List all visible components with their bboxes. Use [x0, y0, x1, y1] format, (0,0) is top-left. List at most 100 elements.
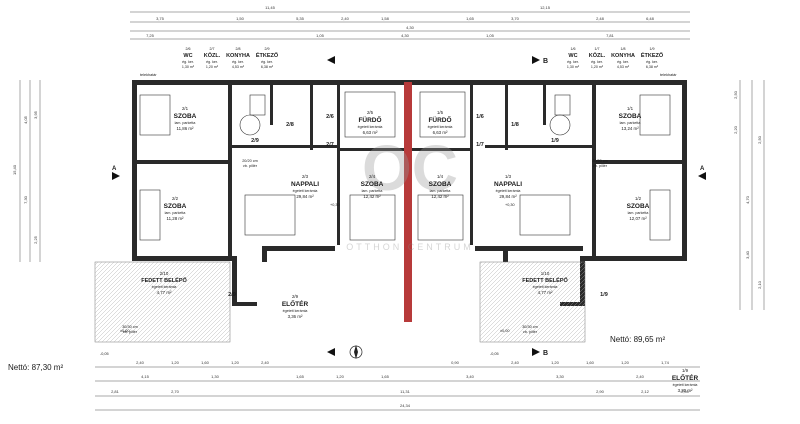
room-2-10: 2/10 FEDETT BELÉPŐ égetett kerámia 4,77 …: [141, 271, 187, 295]
dim-top: 7,81: [606, 33, 615, 38]
svg-text:4,70: 4,70: [745, 195, 750, 204]
svg-text:ég. ker.: ég. ker.: [206, 60, 218, 64]
svg-text:FEDETT BELÉPŐ: FEDETT BELÉPŐ: [141, 276, 187, 284]
room-1-1: 1/1 SZOBA lam. parketta 13,24 m²: [619, 106, 642, 131]
svg-text:SZOBA: SZOBA: [429, 181, 452, 188]
left-dimensions: 15,40 4,05 7,30 3,95 2,25: [12, 80, 41, 262]
header-room: 2/6 WC ég. ker. 1,30 m²: [182, 47, 195, 69]
svg-text:2/1: 2/1: [182, 106, 189, 111]
svg-text:B: B: [543, 350, 548, 357]
svg-text:lam. parketta: lam. parketta: [362, 189, 383, 193]
svg-text:ég. ker.: ég. ker.: [646, 60, 658, 64]
svg-text:ég. ker.: ég. ker.: [591, 60, 603, 64]
svg-text:13,24 m²: 13,24 m²: [621, 126, 639, 131]
svg-text:1,65: 1,65: [296, 374, 305, 379]
svg-text:ELŐTÉR: ELŐTÉR: [672, 373, 699, 382]
svg-text:1/9: 1/9: [650, 47, 655, 51]
svg-text:2/9: 2/9: [251, 138, 259, 144]
svg-text:24,34: 24,34: [400, 403, 411, 408]
svg-text:2/4: 2/4: [369, 174, 376, 179]
svg-text:égetett kerámia: égetett kerámia: [673, 383, 698, 387]
svg-text:6,63 m²: 6,63 m²: [433, 130, 448, 135]
svg-text:1/8: 1/8: [511, 122, 519, 128]
svg-text:3,40: 3,40: [466, 374, 475, 379]
svg-text:WC: WC: [183, 53, 192, 59]
room-2-3: 2/3 NAPPALI égetett kerámia 29,84 m²: [291, 174, 319, 199]
dim-top: 2,40: [341, 16, 350, 21]
svg-text:15,40: 15,40: [12, 164, 17, 175]
svg-text:4,05: 4,05: [23, 115, 28, 124]
svg-text:2/6: 2/6: [326, 114, 334, 120]
dim-top: 1,05: [316, 33, 325, 38]
svg-text:3,95: 3,95: [33, 110, 38, 119]
svg-text:lam. parketta: lam. parketta: [620, 121, 641, 125]
room-1-9-eloter: 1/9 ELŐTÉR égetett kerámia 3,30 m²: [672, 368, 699, 393]
dim-top: 1,05: [486, 33, 495, 38]
porch-left: [94, 261, 231, 343]
svg-text:1,74: 1,74: [661, 360, 670, 365]
svg-text:12,42 m²: 12,42 m²: [363, 194, 381, 199]
svg-text:6,38 m²: 6,38 m²: [261, 65, 274, 69]
svg-text:1/7: 1/7: [595, 47, 600, 51]
svg-text:1/10: 1/10: [541, 271, 550, 276]
dim-top-right-total: 12,15: [540, 5, 551, 10]
header-room: 2/7 KÖZL. ég. ker. 1,20 m²: [204, 47, 221, 69]
net-area-left: Nettó: 87,30 m²: [8, 363, 63, 372]
dim-top: 2,48: [596, 16, 605, 21]
svg-text:+0,30: +0,30: [330, 203, 340, 207]
svg-text:A: A: [700, 166, 705, 172]
svg-text:1,20 m²: 1,20 m²: [206, 65, 219, 69]
svg-text:2,81: 2,81: [111, 389, 120, 394]
svg-text:11,31: 11,31: [400, 389, 410, 394]
dim-top: 3,70: [511, 16, 520, 21]
svg-text:vb. pillér: vb. pillér: [123, 330, 138, 334]
svg-text:3,30 m²: 3,30 m²: [678, 388, 693, 393]
svg-text:-0,05: -0,05: [100, 352, 109, 356]
north-arrow-icon: [349, 345, 363, 359]
svg-text:6,38 m²: 6,38 m²: [646, 65, 659, 69]
svg-text:lam. parketta: lam. parketta: [165, 211, 186, 215]
svg-text:1,20 m²: 1,20 m²: [591, 65, 604, 69]
svg-text:2,70: 2,70: [171, 389, 180, 394]
svg-text:1/5: 1/5: [437, 110, 444, 115]
dim-top: 4,30: [406, 25, 415, 30]
svg-text:égetett kerámia: égetett kerámia: [293, 189, 318, 193]
dim-top: 4,30: [401, 33, 410, 38]
svg-text:ég. ker.: ég. ker.: [617, 60, 629, 64]
room-2-1: 2/1 SZOBA lam. parketta 11,86 m²: [174, 106, 197, 131]
dim-top: 6,48: [646, 16, 655, 21]
svg-text:2,25: 2,25: [33, 235, 38, 244]
svg-text:SZOBA: SZOBA: [164, 203, 187, 210]
svg-text:2/9: 2/9: [228, 292, 236, 298]
svg-text:2,40: 2,40: [136, 360, 145, 365]
svg-text:2/5: 2/5: [367, 110, 374, 115]
section-marker-top: B: [327, 56, 548, 65]
svg-text:6,63 m²: 6,63 m²: [363, 130, 378, 135]
header-room: 1/8 KONYHA ég. ker. 4,53 m²: [611, 47, 635, 69]
room-2-4: 2/4 SZOBA lam. parketta 12,42 m²: [361, 174, 384, 199]
room-2-5: 2/5 FÜRDŐ égetett kerámia 6,63 m²: [358, 110, 383, 135]
svg-text:ÉTKEZŐ: ÉTKEZŐ: [256, 51, 279, 59]
svg-text:lam. parketta: lam. parketta: [430, 189, 451, 193]
svg-text:2,50: 2,50: [681, 389, 690, 394]
svg-text:FÜRDŐ: FÜRDŐ: [358, 115, 381, 124]
svg-text:OTTHON CENTRUM: OTTHON CENTRUM: [346, 242, 474, 252]
svg-text:1/2: 1/2: [635, 196, 642, 201]
svg-text:3,40: 3,40: [745, 250, 750, 259]
svg-text:égetett kerámia: égetett kerámia: [152, 285, 177, 289]
svg-text:1/7: 1/7: [476, 142, 484, 148]
side-marker-right: A: [698, 166, 706, 180]
svg-text:KONYHA: KONYHA: [226, 53, 250, 59]
svg-text:1,60: 1,60: [201, 360, 210, 365]
svg-text:1/9: 1/9: [600, 292, 608, 298]
svg-text:SZOBA: SZOBA: [619, 113, 642, 120]
svg-text:vb. pillér: vb. pillér: [593, 164, 608, 168]
svg-text:30/30 cm: 30/30 cm: [522, 325, 538, 329]
svg-text:ég. ker.: ég. ker.: [567, 60, 579, 64]
svg-text:2/9: 2/9: [265, 47, 270, 51]
svg-text:2,90: 2,90: [596, 389, 605, 394]
svg-text:lam. parketta: lam. parketta: [175, 121, 196, 125]
svg-text:3,36 m²: 3,36 m²: [288, 314, 303, 319]
